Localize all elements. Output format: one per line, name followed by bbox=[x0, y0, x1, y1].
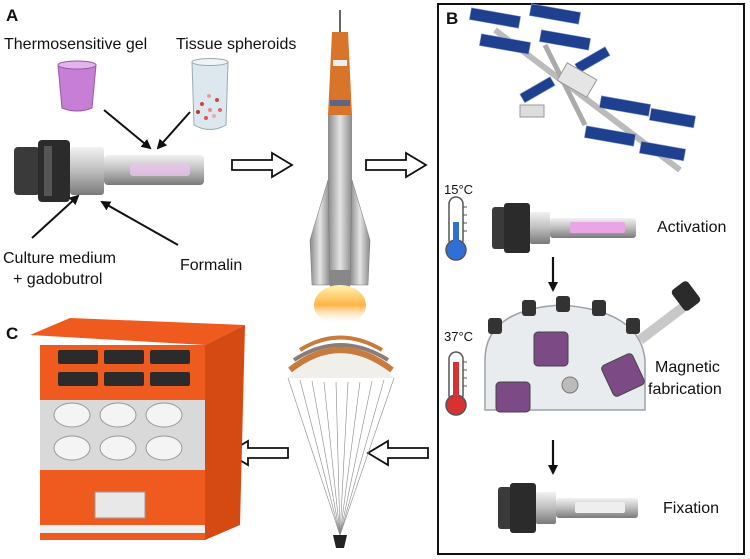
arrow-b-to-parachute bbox=[366, 439, 429, 467]
label-culture-medium: Culture medium bbox=[3, 250, 116, 267]
panel-c-letter: C bbox=[6, 324, 19, 343]
thermometer-cold-icon bbox=[445, 196, 467, 261]
label-thermosensitive-gel: Thermosensitive gel bbox=[4, 36, 148, 53]
spheroid-tube-icon bbox=[191, 58, 229, 130]
panel-a-letter: A bbox=[6, 6, 19, 25]
label-gadobutrol: + gadobutrol bbox=[13, 271, 103, 288]
label-fixation: Fixation bbox=[663, 500, 720, 517]
cassette-fixation-icon bbox=[498, 483, 638, 533]
cassette-icon bbox=[14, 140, 204, 202]
label-temp-37: 37°C bbox=[444, 329, 474, 344]
label-temp-15: 15°C bbox=[444, 182, 474, 197]
flow-arrows bbox=[226, 151, 429, 467]
label-formalin: Formalin bbox=[180, 257, 243, 274]
label-tissue-spheroids: Tissue spheroids bbox=[176, 36, 297, 53]
rocket-icon bbox=[309, 10, 371, 325]
space-station-icon bbox=[468, 3, 697, 173]
label-fabrication: fabrication bbox=[648, 381, 722, 398]
label-activation: Activation bbox=[657, 219, 727, 236]
panel-b-letter: B bbox=[446, 9, 459, 28]
orange-container-icon bbox=[30, 318, 245, 540]
panel-b-border bbox=[437, 3, 745, 555]
magnetic-device-icon bbox=[484, 281, 701, 413]
gel-cup-icon bbox=[57, 60, 97, 112]
arrow-rocket-to-b bbox=[365, 151, 428, 179]
arrow-a-to-rocket bbox=[231, 151, 294, 179]
label-magnetic: Magnetic bbox=[655, 359, 720, 376]
cassette-activation-icon bbox=[492, 203, 636, 253]
thermometer-hot-icon bbox=[445, 351, 467, 416]
panel-a-arrows bbox=[31, 109, 191, 246]
parachute-icon bbox=[287, 335, 395, 548]
